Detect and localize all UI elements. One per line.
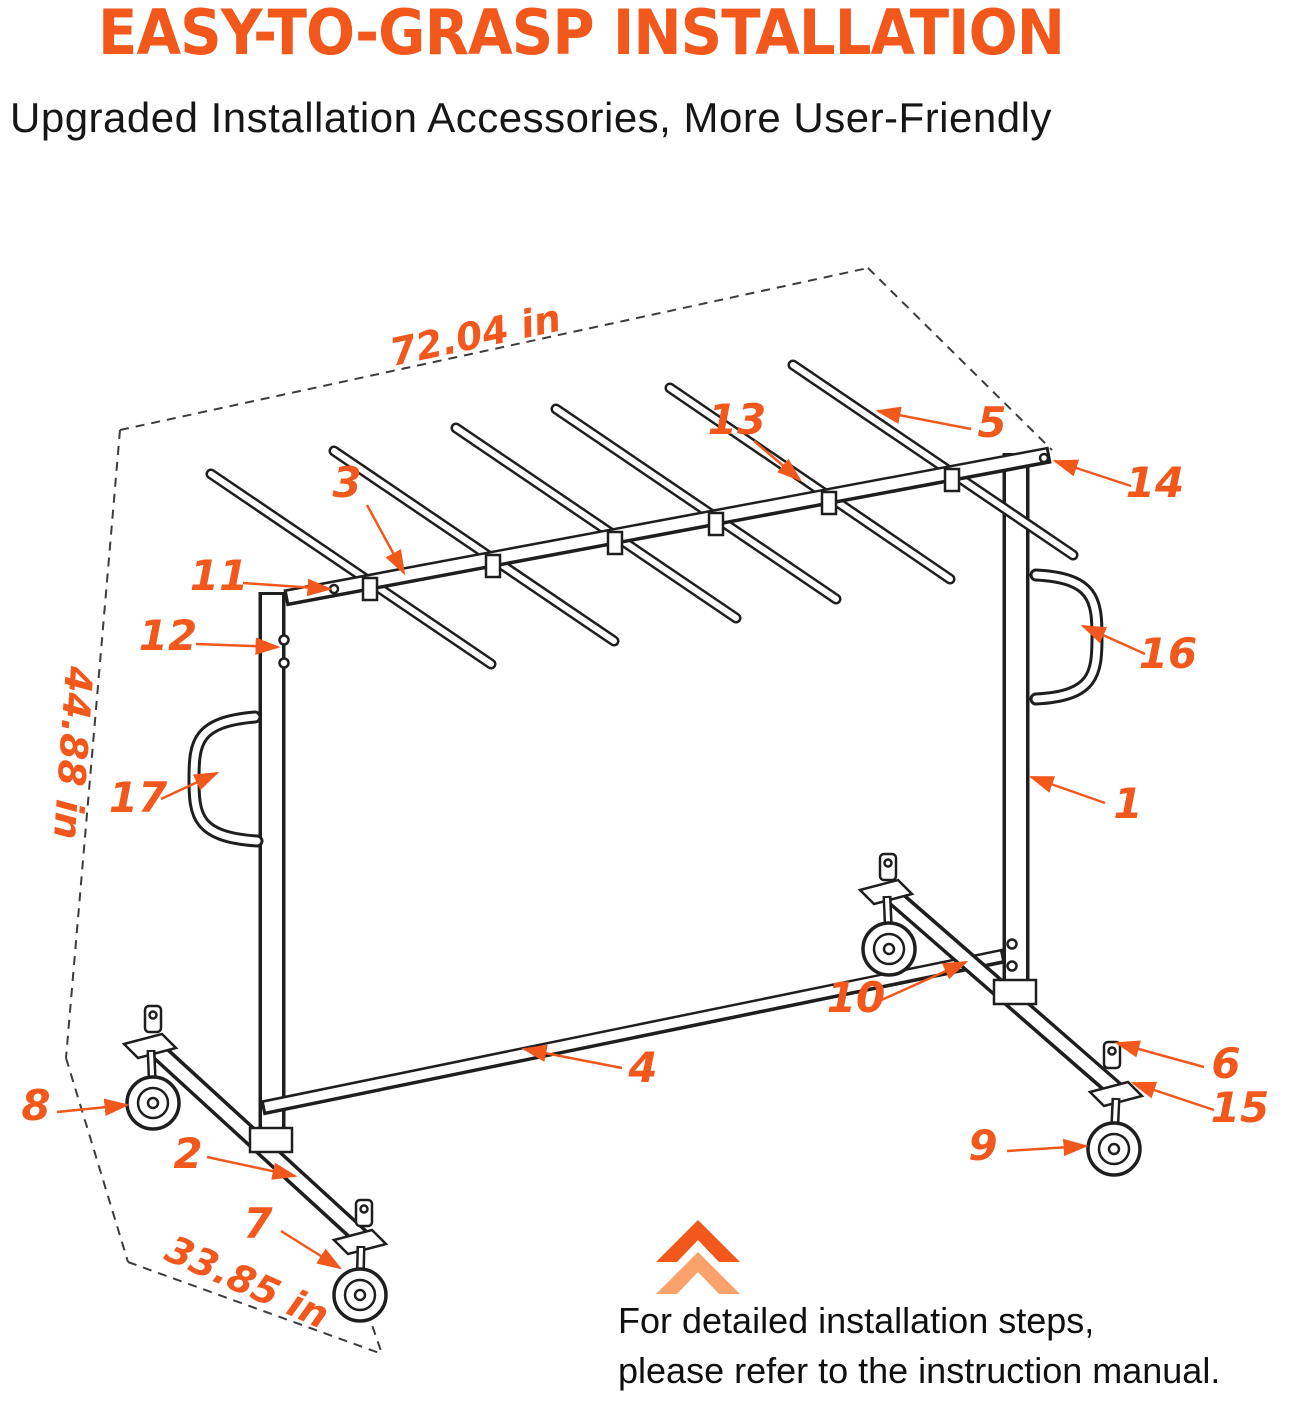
lower-beam: [260, 948, 1006, 1116]
page-title: EASY-TO-GRASP INSTALLATION: [98, 0, 1065, 69]
dimension-width-label: 72.04 in: [386, 296, 565, 375]
callout-3: 3: [332, 458, 361, 507]
callout-11: 11: [190, 551, 248, 600]
footer-note-line2: please refer to the instruction manual.: [618, 1350, 1221, 1392]
callout-14: 14: [1126, 458, 1184, 507]
rack-line-art: [121, 359, 1145, 1323]
callout-6: 6: [1211, 1039, 1240, 1088]
page-subtitle: Upgraded Installation Accessories, More …: [10, 94, 1052, 141]
dimension-height-label: 44.88 in: [45, 664, 101, 841]
callout-leaders: [56, 406, 1215, 1270]
mounting-tabs: [143, 852, 1122, 1228]
callout-8: 8: [21, 1081, 50, 1130]
post-bolts: [278, 634, 1018, 972]
dimension-lines: [65, 267, 1053, 1355]
callout-5: 5: [977, 398, 1006, 447]
callout-2: 2: [173, 1129, 202, 1178]
callout-13: 13: [708, 395, 766, 444]
chevron-up-icon: [648, 1206, 748, 1306]
callout-numbers: 1 2 3 4 5 6 7 8 9 10 11 12 13 14 15 16 1…: [21, 395, 1269, 1248]
callout-10: 10: [827, 973, 885, 1022]
top-beam: [283, 446, 1052, 607]
hanger-bars: [205, 359, 1079, 670]
callout-4: 4: [627, 1043, 657, 1092]
footer-note: For detailed installation steps, please …: [618, 1296, 1220, 1397]
footer-note-line1: For detailed installation steps,: [618, 1300, 1095, 1341]
callout-16: 16: [1139, 629, 1197, 678]
upright-posts: [258, 453, 1030, 1140]
callout-7: 7: [243, 1199, 273, 1248]
callout-1: 1: [1113, 779, 1142, 828]
handles: [187, 568, 1104, 848]
callout-9: 9: [968, 1121, 997, 1170]
callout-12: 12: [139, 611, 197, 660]
base-legs: [141, 880, 1125, 1246]
callout-15: 15: [1211, 1083, 1269, 1132]
callout-17: 17: [109, 773, 168, 822]
